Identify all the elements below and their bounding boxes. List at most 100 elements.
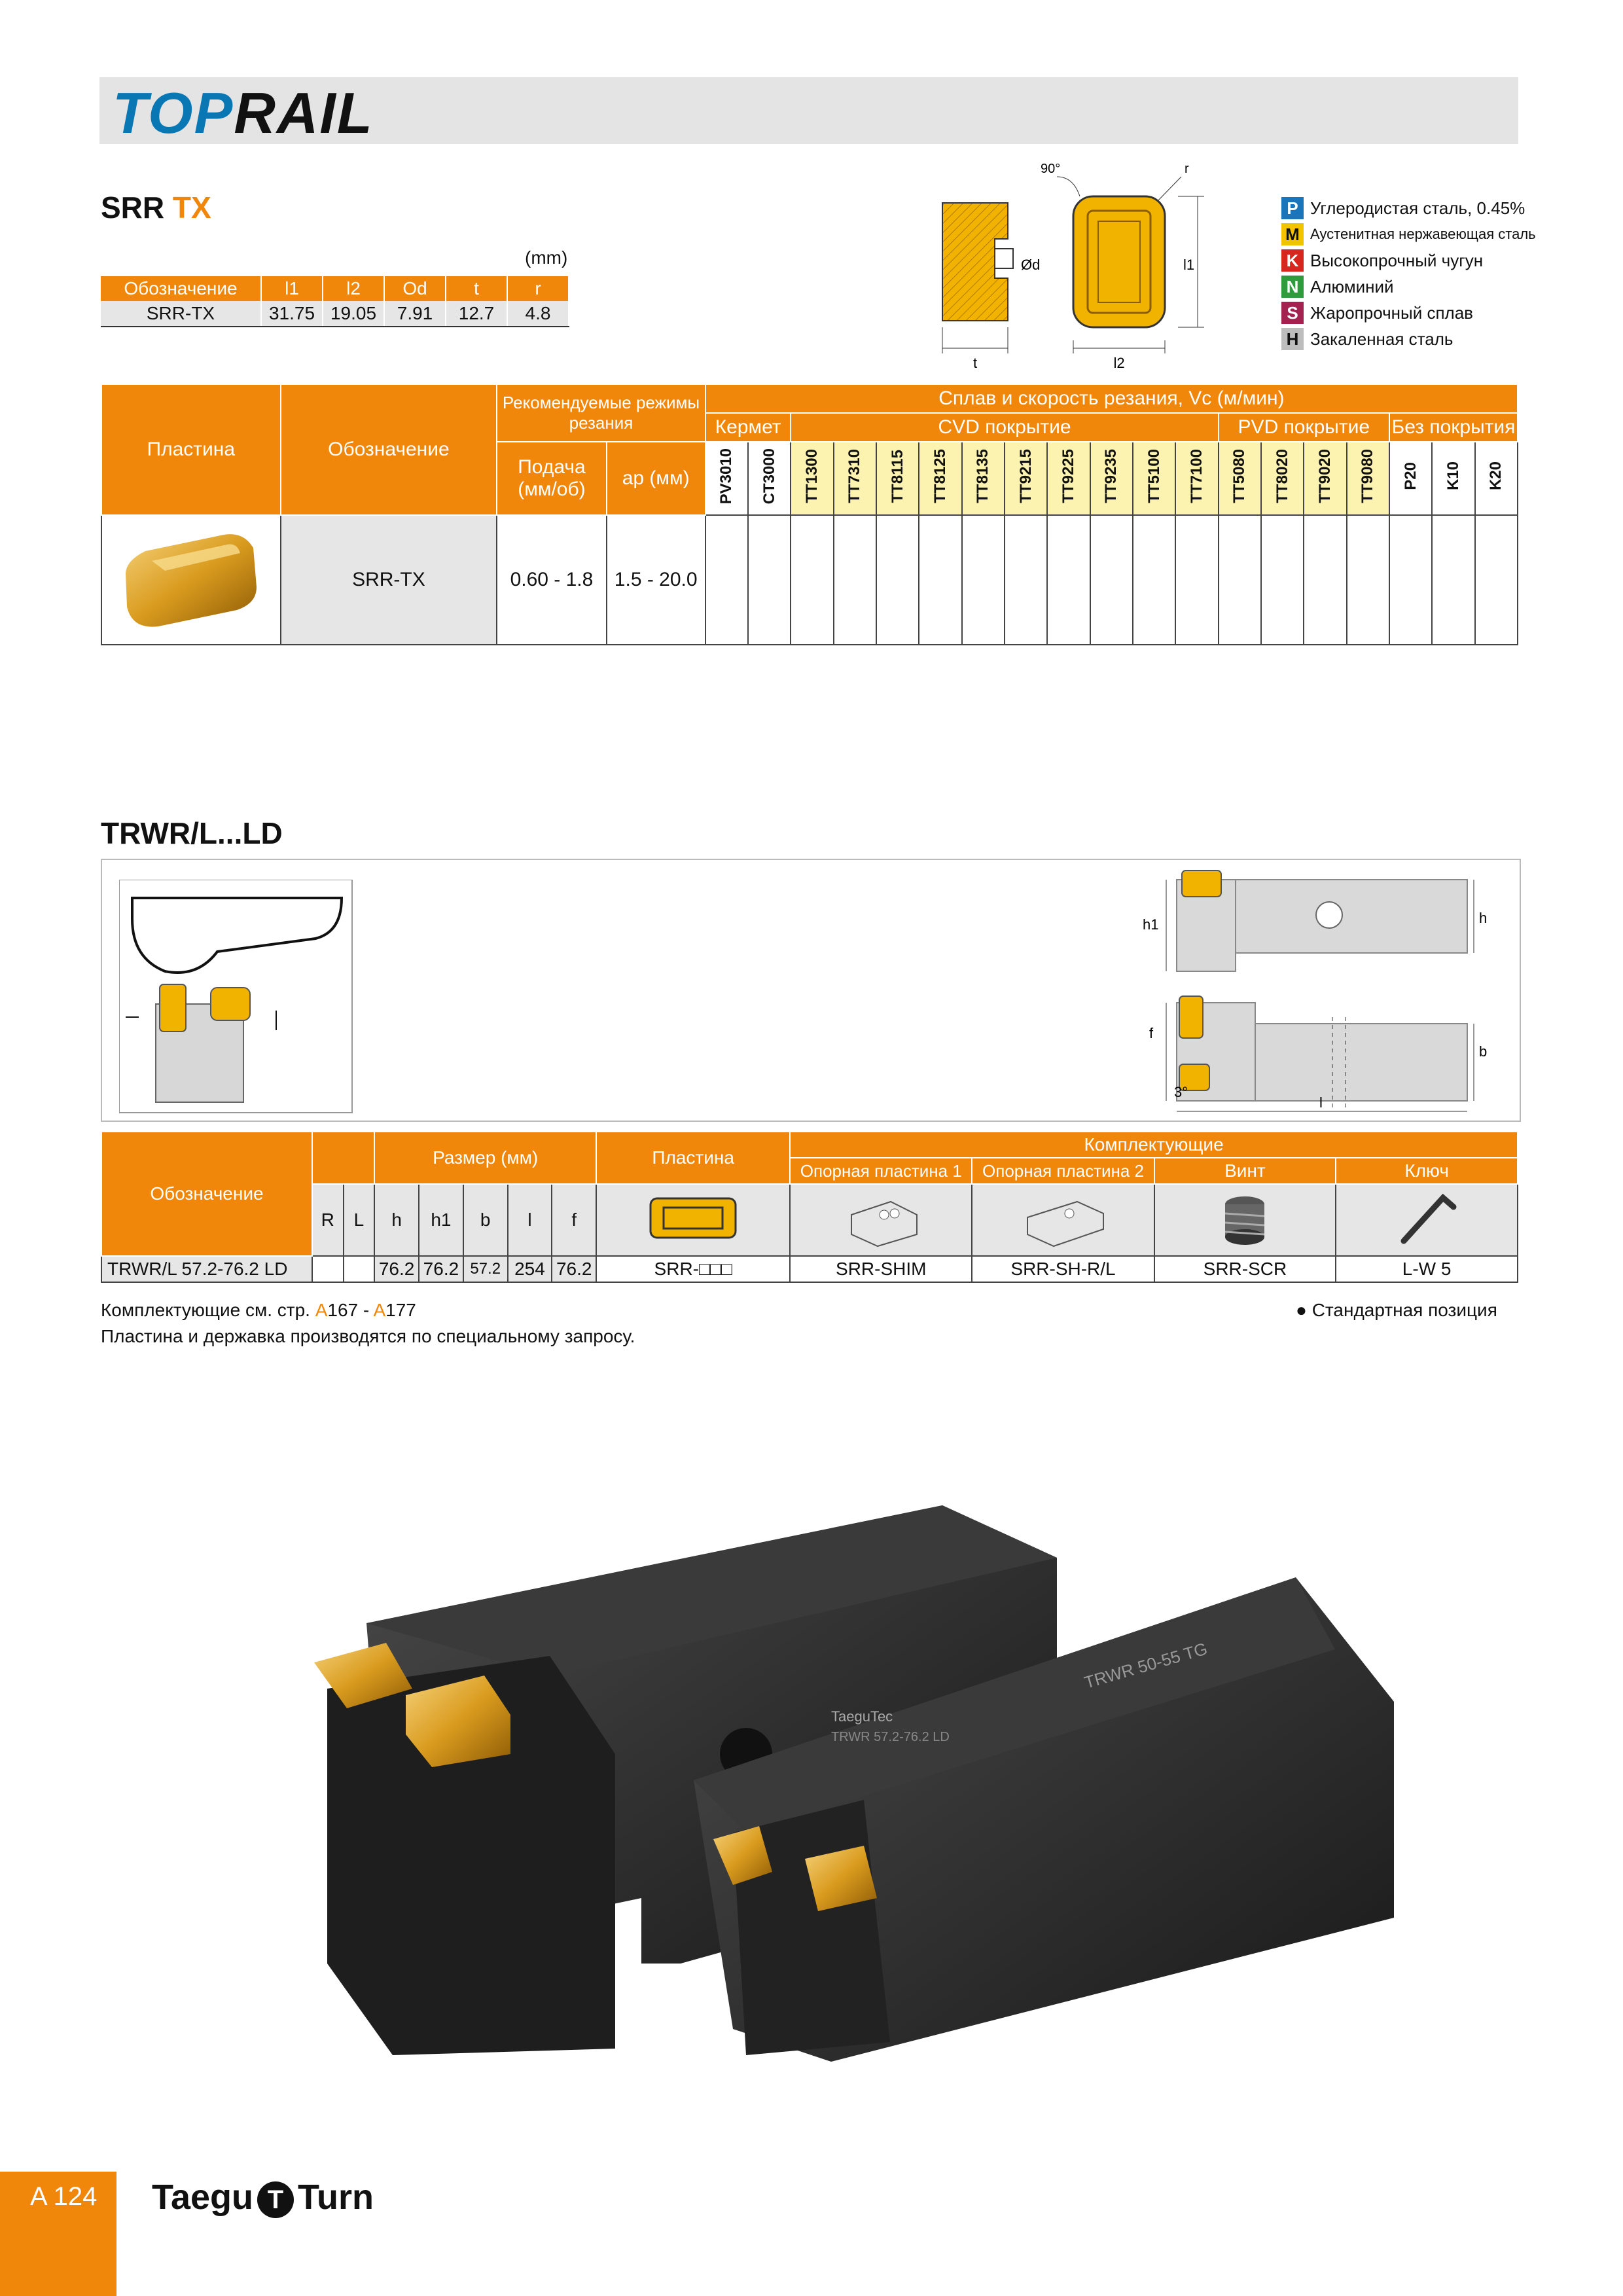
col-l-hand: L (342, 1183, 376, 1257)
grade-cell (1132, 514, 1177, 645)
grade-cell (961, 514, 1006, 645)
insert-image-cell (101, 514, 281, 645)
dim-cell: 19.05 (323, 301, 385, 327)
trwr-inset-diagram (119, 880, 353, 1113)
row-feed: 0.60 - 1.8 (496, 514, 607, 645)
grade-cell (918, 514, 963, 645)
grade-cell (1474, 514, 1519, 645)
col-ap: ap (мм) (605, 441, 706, 516)
grade-col: TT8125 (918, 441, 963, 516)
col-plate: Пластина (101, 384, 281, 516)
row-h: 76.2 (374, 1255, 420, 1283)
row-insert: SRR-□□□ (596, 1255, 791, 1283)
dim-header: t (446, 276, 508, 301)
col-designation: Обозначение (279, 384, 498, 516)
grade-cell (747, 514, 792, 645)
trwr-drawing-box: h1 h f b 3° l (101, 859, 1521, 1122)
dim-cell: 7.91 (384, 301, 446, 327)
screw-icon (1225, 1196, 1265, 1245)
row-b: 57.2 (462, 1255, 508, 1283)
row-l: 254 (507, 1255, 553, 1283)
row-designation: TRWR/L 57.2-76.2 LD (101, 1255, 313, 1283)
shim1-icon (851, 1200, 918, 1247)
grade-col: TT8020 (1260, 441, 1305, 516)
group-pvd: PVD покрытие (1217, 412, 1390, 442)
page-tab (0, 2172, 116, 2296)
grade-col: CT3000 (747, 441, 792, 516)
grade-cell (704, 514, 749, 645)
grade-cell (1004, 514, 1048, 645)
grade-col: K10 (1431, 441, 1476, 516)
dim-d-label: Ød (1021, 257, 1040, 273)
grade-cell (1388, 514, 1433, 645)
insert-icon-cell (596, 1183, 791, 1257)
page-number: A 124 (30, 2182, 98, 2211)
col-h: h (374, 1183, 420, 1257)
unit-label: (mm) (525, 247, 568, 268)
header-bar (99, 77, 1518, 144)
dim-l-label: l (1319, 1094, 1323, 1111)
grade-col: TT7310 (832, 441, 878, 516)
product-photo: TaeguTec TRWR 57.2-76.2 LD TRWR 50-55 TG (314, 1505, 1394, 2062)
grade-col: TT7100 (1175, 441, 1219, 516)
grade-cell (1431, 514, 1476, 645)
key-icon (1400, 1193, 1457, 1244)
grade-col: TT9020 (1303, 441, 1347, 516)
col-recommended: Рекомендуемые режимы резания (496, 384, 706, 442)
dim-b-label: b (1479, 1043, 1487, 1060)
shim2-icon-cell (971, 1183, 1155, 1257)
group-cvd: CVD покрытие (790, 412, 1219, 442)
col-b: b (462, 1183, 508, 1257)
trwr-title: TRWR/L...LD (101, 816, 283, 850)
note-special-order: Пластина и державка производятся по спец… (101, 1326, 635, 1346)
grade-col: TT1300 (790, 441, 834, 516)
grade-col: TT8115 (876, 441, 920, 516)
insert-drawing: t Ød l1 l2 90° r (942, 162, 1204, 371)
col-shim2: Опорная пластина 2 (971, 1157, 1155, 1185)
grade-col: P20 (1388, 441, 1433, 516)
dim-t-label: t (973, 355, 977, 371)
dim-3deg-label: 3° (1174, 1084, 1188, 1100)
note-components: Комплектующие см. стр. A167 - A177 (101, 1300, 416, 1320)
row-ap: 1.5 - 20.0 (605, 514, 706, 645)
key-icon-cell (1335, 1183, 1518, 1257)
col-f: f (551, 1183, 597, 1257)
grade-col: TT9215 (1004, 441, 1048, 516)
grade-cell (1260, 514, 1305, 645)
dim-header: Od (384, 276, 446, 301)
grade-col: TT9080 (1346, 441, 1390, 516)
grade-cell (1303, 514, 1347, 645)
row-r (311, 1255, 344, 1283)
group-uncoated: Без покрытия (1388, 412, 1519, 442)
grade-col: TT5080 (1217, 441, 1262, 516)
col-insert: Пластина (596, 1131, 791, 1185)
dim-header: r (507, 276, 569, 301)
grade-col: TT5100 (1132, 441, 1177, 516)
dim-l1-label: l1 (1183, 257, 1194, 273)
row-shim2: SRR-SH-R/L (971, 1255, 1155, 1283)
note-standard: ● Стандартная позиция (1296, 1300, 1497, 1320)
shim2-icon (1026, 1200, 1104, 1247)
brand-logo: TOPRAIL (113, 81, 374, 145)
dim-angle-label: 90° (1041, 162, 1060, 176)
row-shim1: SRR-SHIM (789, 1255, 973, 1283)
grade-cell (1046, 514, 1091, 645)
col-screw: Винт (1153, 1157, 1337, 1185)
dim-h-label: h (1479, 910, 1487, 926)
group-cermet: Кермет (704, 412, 792, 442)
dim-f-label: f (1149, 1025, 1154, 1041)
col-hand (311, 1131, 376, 1185)
row-screw: SRR-SCR (1153, 1255, 1337, 1283)
dim-cell: 31.75 (261, 301, 323, 327)
srr-title: SRR TX (101, 190, 211, 224)
grade-cell (1217, 514, 1262, 645)
col-components: Комплектующие (789, 1131, 1518, 1158)
row-key: L-W 5 (1335, 1255, 1518, 1283)
grade-cell (832, 514, 878, 645)
